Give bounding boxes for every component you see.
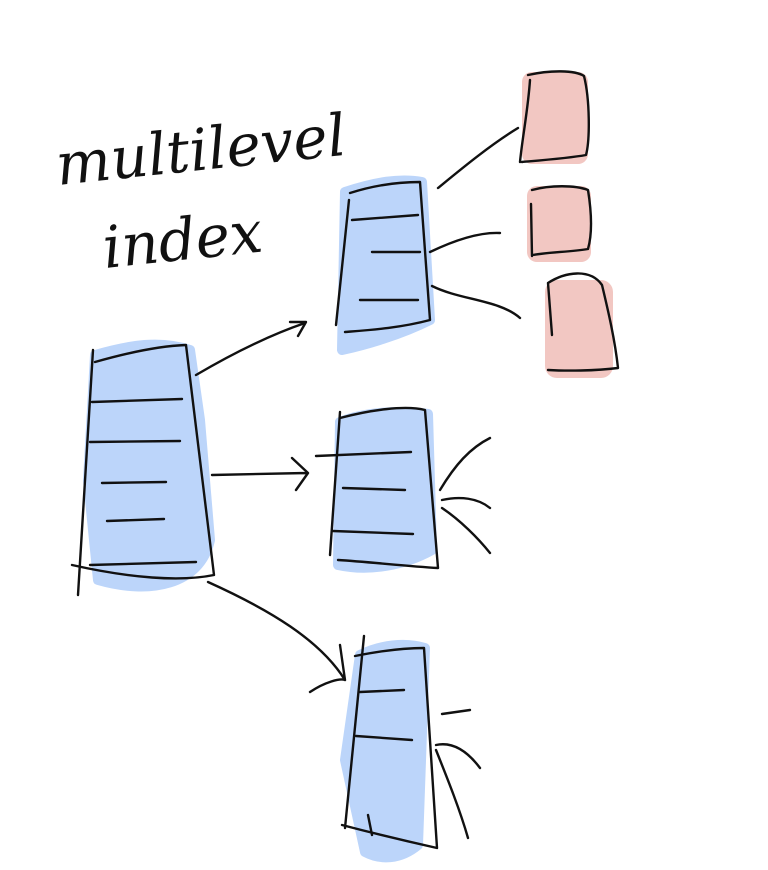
inner-index-3-entry [354, 734, 414, 742]
inner-index-2-pointers [438, 436, 492, 555]
data-block-3-fill [545, 280, 613, 378]
inner-index-block-3 [340, 634, 439, 863]
outer-index-entry [100, 480, 168, 485]
inner-index-3-entry [366, 813, 374, 837]
outer-index-entry [88, 560, 198, 567]
outer-index-entry [90, 397, 184, 404]
arrow-to-inner-index-3 [206, 580, 347, 694]
pointer-from-inner-index-3 [440, 708, 472, 716]
pointer-to-data-block-3 [430, 284, 522, 320]
pointer-from-inner-index-2 [438, 436, 492, 492]
pointer-from-inner-index-3 [434, 748, 470, 840]
data-block-1-fill [522, 72, 588, 164]
inner-index-1-pointers [428, 126, 522, 320]
inner-index-1-highlight [337, 175, 435, 355]
data-block-3 [545, 272, 620, 378]
title-line-1: multilevel [52, 101, 349, 199]
title-line-2: index [99, 198, 265, 282]
arrow-to-inner-index-2 [210, 456, 310, 492]
pointer-from-inner-index-3 [434, 743, 482, 770]
data-block-2-fill [527, 186, 591, 262]
data-block-1-outline [518, 70, 590, 164]
data-block-2-outline [529, 185, 593, 258]
outer-index-block [70, 339, 216, 597]
inner-index-3-pointers [434, 708, 482, 840]
inner-index-2-entry [341, 486, 407, 492]
inner-index-1-outline [334, 180, 432, 334]
pointer-to-data-block-2 [428, 231, 502, 254]
diagram-title: multilevel index [52, 101, 349, 282]
outer-index-entry [88, 439, 182, 444]
pointer-from-inner-index-2 [440, 506, 492, 555]
outer-index-outline [70, 343, 216, 597]
outer-index-entries [88, 397, 198, 567]
data-block-2 [527, 185, 593, 262]
outer-index-highlight [83, 339, 215, 592]
inner-index-block-1 [334, 175, 435, 355]
data-block-1 [518, 70, 590, 164]
outer-index-entry [105, 517, 166, 523]
inner-index-block-2 [314, 406, 440, 573]
pointer-from-inner-index-2 [440, 496, 492, 510]
inner-index-1-entry [350, 213, 420, 222]
arrow-to-inner-index-1 [194, 320, 308, 377]
pointer-to-data-block-1 [436, 126, 520, 190]
inner-index-3-entry [358, 688, 406, 694]
outer-to-inner-arrows [194, 320, 347, 694]
inner-index-2-entry [331, 529, 415, 536]
inner-index-3-highlight [340, 639, 430, 863]
inner-index-3-outline [340, 634, 439, 850]
inner-index-2-outline [328, 406, 440, 570]
data-block-3-outline [546, 272, 620, 372]
inner-index-2-entry [314, 450, 413, 458]
